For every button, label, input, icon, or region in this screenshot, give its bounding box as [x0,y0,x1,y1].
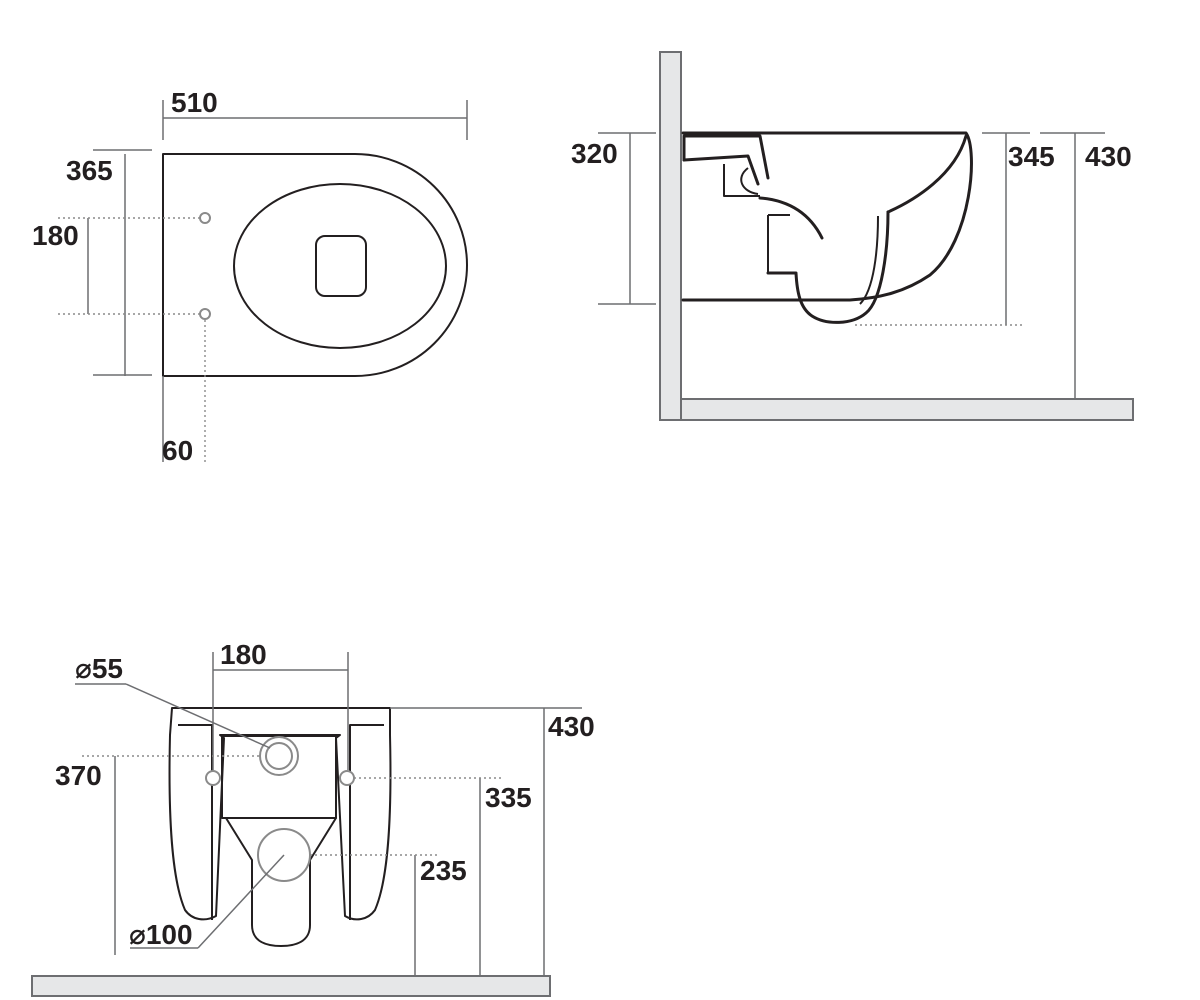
dim-label-365: 365 [66,155,113,186]
leader-line-55-angled [125,683,271,749]
top-view: 510 365 180 60 [32,87,468,466]
dim-label-320: 320 [571,138,618,169]
rear-view-body-inner-right [349,724,384,920]
side-view-trap [766,210,890,324]
top-view-fixing-hole-lower [199,308,211,320]
dim-label-180-rear: 180 [220,639,267,670]
top-view-bowl-outline [162,153,468,377]
side-view-flush-pipe [723,164,760,197]
top-view-fixing-hole-upper [199,212,211,224]
dim-label-diameter-55: ⌀55 [75,653,123,684]
side-view: 320 345 430 [571,51,1134,421]
dim-label-370: 370 [55,760,102,791]
side-view-trap-inner [859,215,879,305]
side-view-outlet-curve [758,196,824,240]
dim-label-510: 510 [171,87,218,118]
dim-label-diameter-100: ⌀100 [129,919,193,950]
rear-view-body-outline [168,707,392,921]
dim-label-430-side: 430 [1085,141,1132,172]
dim-label-235: 235 [420,855,467,886]
rear-view-floor [31,975,551,997]
dim-label-180-top: 180 [32,220,79,251]
rear-view-outlet-chute [225,817,337,947]
dim-label-60: 60 [162,435,193,466]
side-view-outlet [767,214,790,273]
rear-view-fixing-hole-left [205,770,221,786]
side-view-flush-inlet [682,134,770,180]
rear-view-inlet-inner [265,742,293,770]
side-view-bowl-outline [681,131,973,302]
rear-view-body-inner-left [178,724,213,920]
rear-view: ⌀55 180 370 ⌀100 430 335 235 [31,639,595,997]
dim-label-345: 345 [1008,141,1055,172]
top-view-drain-square [315,235,367,297]
side-view-bowl-back [886,134,968,214]
side-view-floor [680,398,1134,421]
top-view-seat-opening [233,183,447,349]
dim-label-335: 335 [485,782,532,813]
side-view-flush-channel [682,154,760,186]
rear-view-fixing-hole-right [339,770,355,786]
side-view-wall [659,51,682,421]
leader-line-100 [197,854,285,949]
dim-label-430-rear: 430 [548,711,595,742]
